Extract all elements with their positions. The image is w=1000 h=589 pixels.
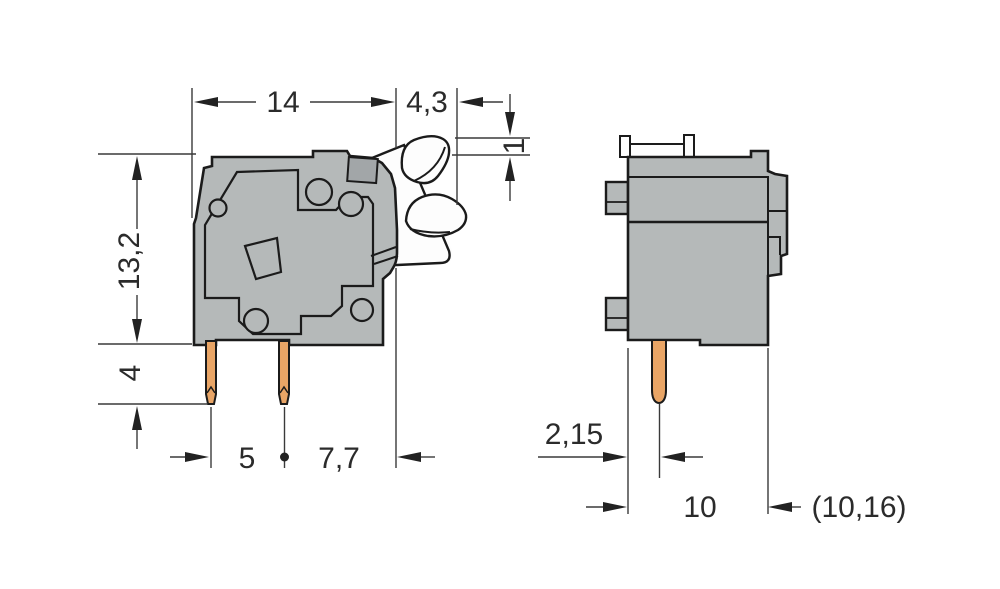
pin-left — [205, 340, 217, 405]
dim-label-215: 2,15 — [545, 418, 603, 451]
lever-lower-pad — [404, 193, 468, 238]
arrowhead-14-right — [371, 97, 395, 107]
lever-slot-line-1 — [370, 246, 397, 257]
arrowhead-132-down — [132, 319, 142, 343]
clip-tab-right — [683, 134, 695, 158]
side-body-outline — [626, 149, 789, 347]
dimension-annotations: 14 4,3 1 13,2 4 5 7,7 2,15 — [98, 86, 907, 524]
dim-label-132: 13,2 — [113, 232, 146, 290]
arrowhead-14-left — [194, 97, 218, 107]
arrowhead-43 — [459, 97, 483, 107]
lever-upper-pad-edge — [413, 146, 446, 182]
side-pin — [651, 339, 667, 404]
clip-tab-left — [619, 135, 631, 158]
lever-upper-pad — [400, 135, 451, 185]
pin-right-crimp — [279, 385, 289, 394]
center-marker — [243, 236, 283, 281]
arrowhead-77-left — [397, 452, 421, 462]
arrowhead-5-right — [185, 452, 209, 462]
hole-bottom-right — [349, 297, 375, 323]
side-tab-upper — [604, 180, 630, 216]
hole-top-left — [208, 198, 228, 218]
arrowhead-1-up — [505, 157, 515, 181]
arrowhead-215-right — [603, 452, 627, 462]
dim-dot-pin2 — [280, 452, 289, 462]
dim-label-1: 1 — [498, 138, 531, 155]
side-tab-lower — [604, 296, 630, 332]
hole-bottom-middle — [242, 307, 270, 335]
arrowhead-10-right — [603, 502, 627, 512]
hole-top-middle — [304, 177, 334, 207]
side-protrusion-step — [768, 236, 781, 255]
arrowhead-10-left — [768, 502, 792, 512]
inner-contour — [203, 168, 375, 336]
dim-label-43: 4,3 — [406, 86, 448, 119]
dim-label-10: 10 — [683, 491, 716, 524]
arrowhead-1-down — [505, 112, 515, 136]
dim-label-1016: (10,16) — [811, 491, 906, 524]
hole-top-right — [337, 190, 365, 218]
arrowhead-4-up — [132, 406, 142, 430]
dim-label-14: 14 — [266, 86, 299, 119]
pin-left-crimp — [206, 385, 216, 394]
lever-slot-line-2 — [373, 255, 399, 265]
pin-right — [278, 340, 290, 405]
side-view — [604, 134, 789, 404]
arrowhead-215-left — [661, 452, 685, 462]
dim-label-5: 5 — [239, 442, 256, 475]
clip-bar — [628, 143, 686, 158]
lever-lower-pad-edge — [409, 228, 451, 234]
latch-detail — [346, 155, 379, 185]
dim-label-4: 4 — [114, 365, 147, 382]
arrowhead-132-up — [132, 156, 142, 180]
front-view — [192, 135, 468, 405]
dim-label-77: 7,7 — [318, 442, 360, 475]
